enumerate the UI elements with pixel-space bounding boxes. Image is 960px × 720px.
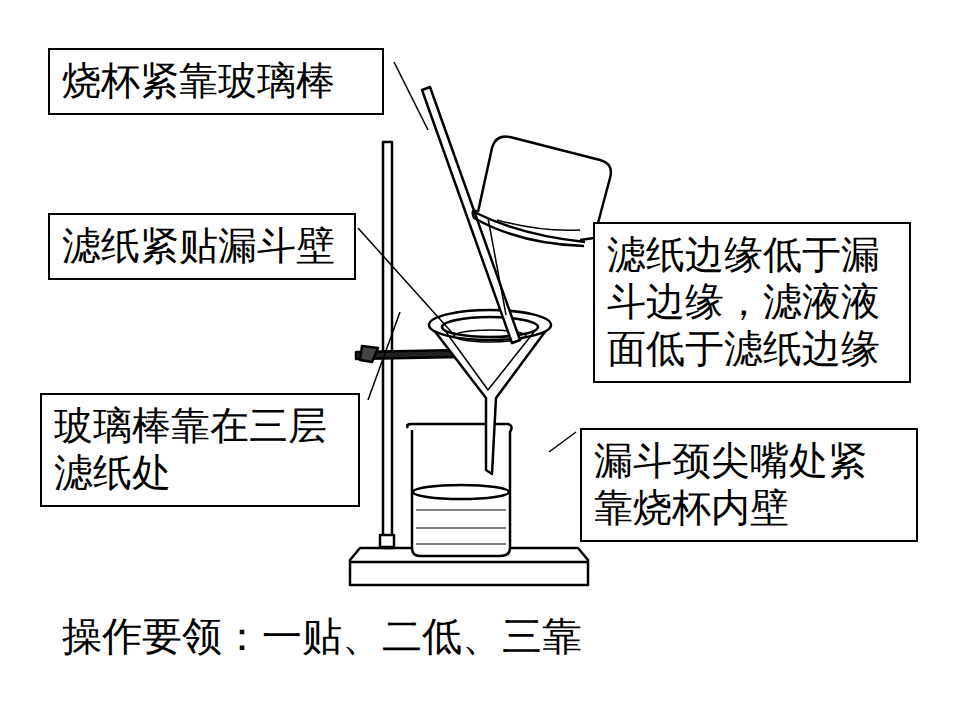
funnel-rim: [429, 310, 551, 340]
leader-lines: [358, 62, 576, 452]
liquid-in-beaker: [497, 220, 580, 230]
rod-foot: [380, 535, 394, 547]
callout-box: 滤纸紧贴漏斗壁: [48, 213, 356, 280]
note-text: 操作要领：一贴、二低、三靠: [62, 612, 582, 660]
liquid-stream: [488, 218, 506, 315]
clamp-screw: [360, 346, 378, 362]
filtrate-surface: [413, 485, 509, 499]
receiving-beaker: [407, 424, 512, 556]
callout-box: 漏斗颈尖嘴处紧靠烧杯内壁: [580, 428, 918, 542]
callout-text: 玻璃棒靠在三层滤纸处: [54, 403, 346, 497]
callout-text: 滤纸边缘低于漏斗边缘，滤液液面低于滤纸边缘: [607, 232, 897, 372]
funnel: [430, 325, 550, 474]
callout-box: 玻璃棒靠在三层滤纸处: [40, 393, 360, 507]
stand-base-edge: [350, 561, 588, 564]
callout-text: 漏斗颈尖嘴处紧靠烧杯内壁: [594, 438, 904, 532]
filtrate-shading: [416, 510, 506, 544]
callout-box: 滤纸边缘低于漏斗边缘，滤液液面低于滤纸边缘: [593, 222, 911, 383]
pouring-beaker: [478, 136, 611, 240]
callout-text: 烧杯紧靠玻璃棒: [62, 58, 370, 105]
callout-box: 烧杯紧靠玻璃棒: [48, 48, 384, 115]
callout-text: 滤纸紧贴漏斗壁: [62, 223, 342, 270]
